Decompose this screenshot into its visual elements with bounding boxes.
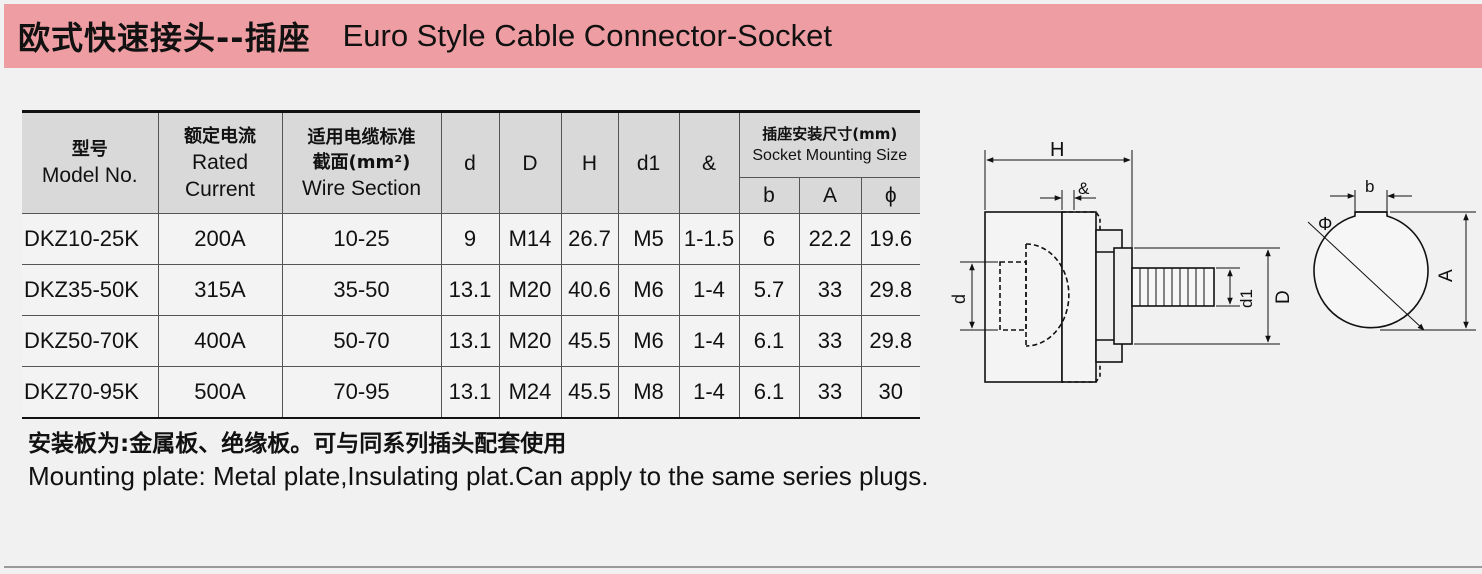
cell-D: M14: [498, 213, 562, 265]
cell-amp: 1-4: [678, 366, 740, 418]
header-mounting-size: 插座安装尺寸(mm) Socket Mounting Size: [738, 111, 920, 178]
header-section-cn1: 适用电缆标准: [307, 126, 416, 148]
cell-section: 50-70: [281, 315, 442, 367]
cell-b: 6: [738, 213, 800, 265]
header-current-en2: Current: [184, 177, 256, 201]
cell-d1: M6: [617, 264, 680, 316]
cell-D: M20: [498, 315, 562, 367]
notes: 安装板为:金属板、绝缘板。可与同系列插头配套使用 Mounting plate:…: [28, 428, 938, 492]
header-mount-en: Socket Mounting Size: [752, 147, 908, 164]
dim-label-A: A: [1436, 269, 1457, 282]
cell-current: 500A: [157, 366, 283, 418]
cell-A: 33: [798, 315, 862, 367]
header-model-en: Model No.: [41, 164, 138, 187]
header-section-cn2: 截面(mm²): [312, 151, 411, 173]
cell-H: 40.6: [560, 264, 619, 316]
cell-phi: 29.8: [860, 264, 920, 316]
cell-section: 70-95: [281, 366, 442, 418]
header-d: d: [440, 111, 500, 214]
table-row: DKZ35-50K 315A 35-50 13.1 M20 40.6 M6 1-…: [22, 264, 920, 316]
title-cn: 欧式快速接头--插座: [18, 19, 311, 57]
cell-H: 26.7: [560, 213, 619, 265]
header-current: 额定电流 Rated Current: [157, 111, 283, 214]
dim-label-amp: &: [1078, 179, 1090, 198]
cell-section: 35-50: [281, 264, 442, 316]
header-amp: &: [678, 111, 740, 214]
cell-b: 5.7: [738, 264, 800, 316]
cell-d1: M8: [617, 366, 680, 418]
cell-section: 10-25: [281, 213, 442, 265]
dim-label-D: D: [1273, 290, 1294, 304]
dim-label-d: d: [949, 294, 969, 304]
header-current-cn: 额定电流: [184, 125, 256, 147]
header-phi: ϕ: [860, 177, 920, 214]
cell-phi: 30: [860, 366, 920, 418]
cell-H: 45.5: [560, 366, 619, 418]
cell-D: M24: [498, 366, 562, 418]
cell-current: 315A: [157, 264, 283, 316]
bottom-divider: [4, 566, 1482, 568]
cell-amp: 1-4: [678, 264, 740, 316]
cell-b: 6.1: [738, 315, 800, 367]
cell-amp: 1-4: [678, 315, 740, 367]
cell-d: 9: [440, 213, 500, 265]
cell-model: DKZ50-70K: [22, 315, 159, 367]
header-current-en1: Rated: [191, 150, 249, 174]
cell-d: 13.1: [440, 264, 500, 316]
cell-A: 33: [798, 264, 862, 316]
notes-cn: 安装板为:金属板、绝缘板。可与同系列插头配套使用: [28, 431, 567, 457]
title-banner: 欧式快速接头--插座 Euro Style Cable Connector-So…: [4, 4, 1482, 68]
header-model-cn: 型号: [71, 139, 108, 160]
header-section-en: Wire Section: [301, 176, 422, 200]
socket-drawing: H & d d1 D b Φ A: [949, 139, 1476, 383]
spec-table: 型号 Model No. 额定电流 Rated Current 适用电缆标准 截…: [22, 110, 920, 419]
dim-label-H: H: [1050, 139, 1064, 161]
cell-b: 6.1: [738, 366, 800, 418]
cell-D: M20: [498, 264, 562, 316]
cell-model: DKZ70-95K: [22, 366, 159, 418]
cell-d1: M5: [617, 213, 680, 265]
cell-d: 13.1: [440, 366, 500, 418]
title-en: Euro Style Cable Connector-Socket: [342, 18, 832, 53]
cell-H: 45.5: [560, 315, 619, 367]
cell-amp: 1-1.5: [678, 213, 740, 265]
cell-A: 22.2: [798, 213, 862, 265]
table-row: DKZ70-95K 500A 70-95 13.1 M24 45.5 M8 1-…: [22, 366, 920, 418]
cell-current: 400A: [157, 315, 283, 367]
cell-phi: 29.8: [860, 315, 920, 367]
header-H: H: [560, 111, 619, 214]
header-model: 型号 Model No.: [22, 111, 159, 214]
header-b: b: [739, 177, 800, 214]
cell-A: 33: [798, 366, 862, 418]
header-d1: d1: [617, 111, 680, 214]
cell-d1: M6: [617, 315, 680, 367]
cell-current: 200A: [157, 213, 283, 265]
notes-en: Mounting plate: Metal plate,Insulating p…: [28, 461, 929, 491]
header-A: A: [798, 177, 862, 214]
header-section: 适用电缆标准 截面(mm²) Wire Section: [281, 111, 442, 214]
dim-label-b: b: [1365, 177, 1374, 196]
dim-label-d1: d1: [1237, 289, 1256, 308]
cell-phi: 19.6: [860, 213, 920, 265]
table-row: DKZ10-25K 200A 10-25 9 M14 26.7 M5 1-1.5…: [22, 213, 920, 265]
cell-d: 13.1: [440, 315, 500, 367]
cell-model: DKZ10-25K: [22, 213, 159, 265]
header-D: D: [498, 111, 562, 214]
header-mount-cn: 插座安装尺寸(mm): [762, 125, 898, 143]
table-row: DKZ50-70K 400A 50-70 13.1 M20 45.5 M6 1-…: [22, 315, 920, 367]
dim-label-phi: Φ: [1318, 214, 1332, 234]
cell-model: DKZ35-50K: [22, 264, 159, 316]
